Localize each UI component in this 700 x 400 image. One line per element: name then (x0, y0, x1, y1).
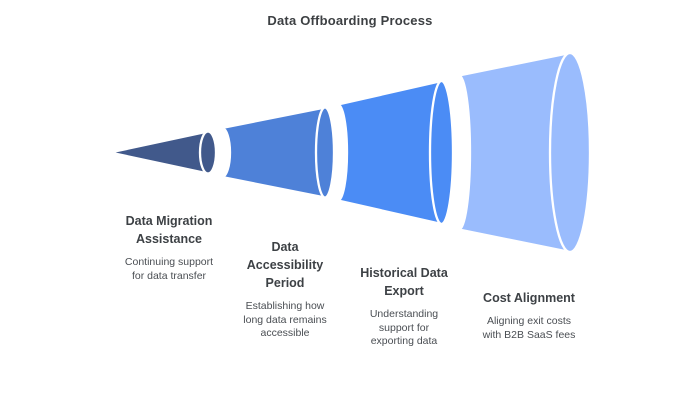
stage-3-description: Understanding support for exporting data (369, 308, 439, 347)
stage-4-description: Aligning exit costs with B2B SaaS fees (482, 315, 576, 341)
funnel-stage-2-lip (314, 106, 336, 199)
funnel-stage-3-lip (428, 79, 455, 226)
funnel-stage-3 (336, 79, 455, 226)
stage-label-2: Data Accessibility Period Establishing h… (243, 238, 326, 341)
stage-label-4: Cost Alignment Aligning exit costs with … (483, 289, 576, 342)
stage-2-description: Establishing how long data remains acces… (243, 300, 327, 339)
stage-1-description: Continuing support for data transfer (124, 256, 214, 282)
diagram-title: Data Offboarding Process (267, 13, 433, 28)
stage-3-name: Historical Data Export (360, 266, 448, 298)
stage-1-name: Data Migration Assistance (125, 214, 213, 246)
funnel-stage-2 (220, 106, 336, 199)
stage-label-3: Historical Data Export Understanding sup… (360, 264, 448, 349)
funnel-stage-4-lip (548, 51, 592, 254)
stage-2-name: Data Accessibility Period (246, 240, 324, 290)
stage-label-1: Data Migration Assistance Continuing sup… (125, 212, 213, 283)
funnel-stage-1-lip (198, 130, 218, 175)
stage-4-name: Cost Alignment (483, 291, 575, 305)
funnel-stage-1 (108, 130, 218, 175)
funnel-stage-4 (457, 51, 592, 254)
